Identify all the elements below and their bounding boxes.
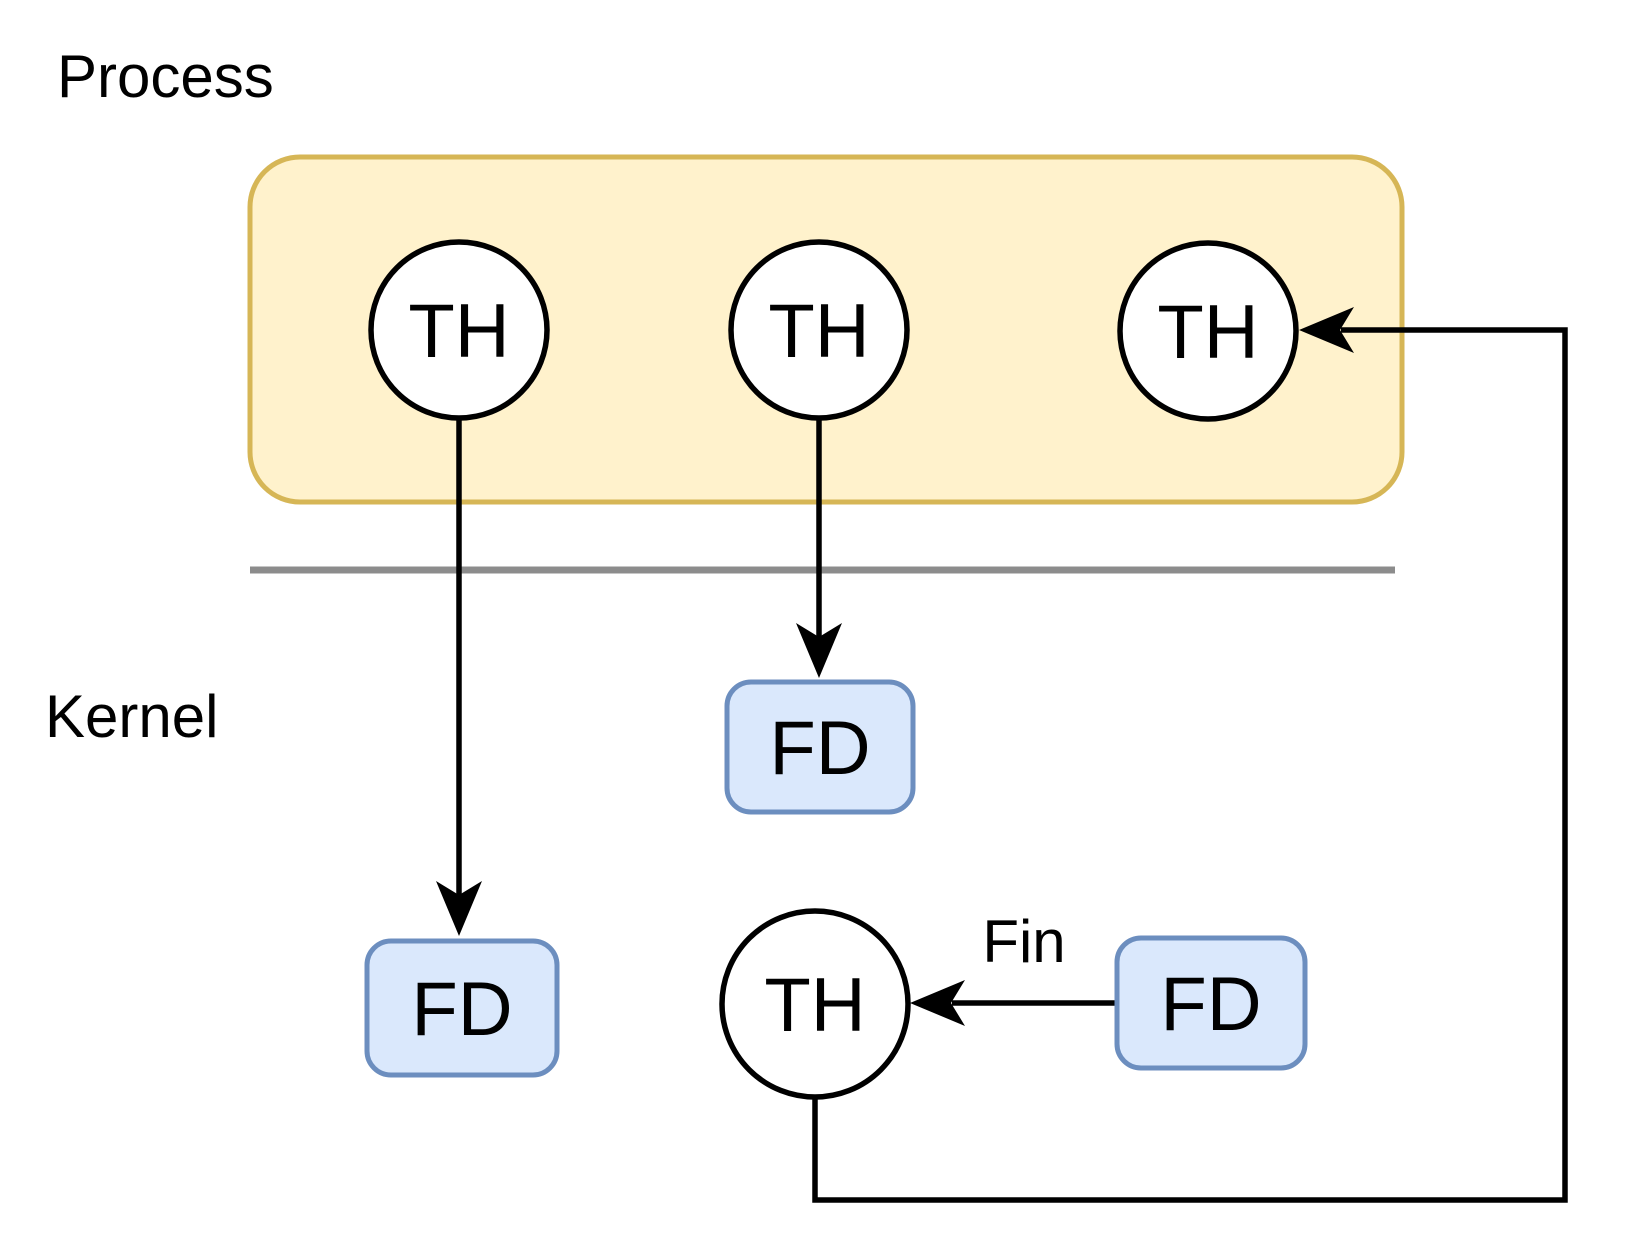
thread-node-1 [368, 239, 550, 421]
arrowhead-left-icon [1299, 307, 1354, 353]
thread-node-2 [728, 239, 910, 421]
arrow-kernel-th-to-th3 [812, 307, 1568, 1203]
fd-node-left-label: FD [411, 967, 512, 1052]
fd-node-right [1114, 935, 1308, 1071]
fd-node-left [364, 938, 560, 1078]
fd-node-right-label: FD [1160, 962, 1261, 1047]
arrowhead-down-icon [436, 881, 482, 936]
thread-node-3 [1117, 240, 1299, 422]
arrow-fd-right-to-kernel-th [910, 980, 1117, 1026]
fin-edge-label: Fin [982, 908, 1065, 975]
thread-node-3-label: TH [1157, 290, 1258, 375]
thread-node-2-label: TH [768, 289, 869, 374]
arrow-shaft [812, 327, 1568, 1203]
fd-node-middle-label: FD [769, 706, 870, 791]
thread-node-1-label: TH [408, 289, 509, 374]
arrow-th2-to-fd-middle [796, 418, 842, 678]
arrowhead-left-icon [910, 980, 965, 1026]
arrow-th1-to-fd-left [436, 418, 482, 936]
arrowhead-down-icon [796, 623, 842, 678]
kernel-region-label: Kernel [45, 683, 218, 750]
fd-node-middle [724, 679, 916, 815]
kernel-thread-node-label: TH [764, 963, 865, 1048]
kernel-thread-node [719, 908, 911, 1100]
process-region-label: Process [57, 43, 274, 110]
